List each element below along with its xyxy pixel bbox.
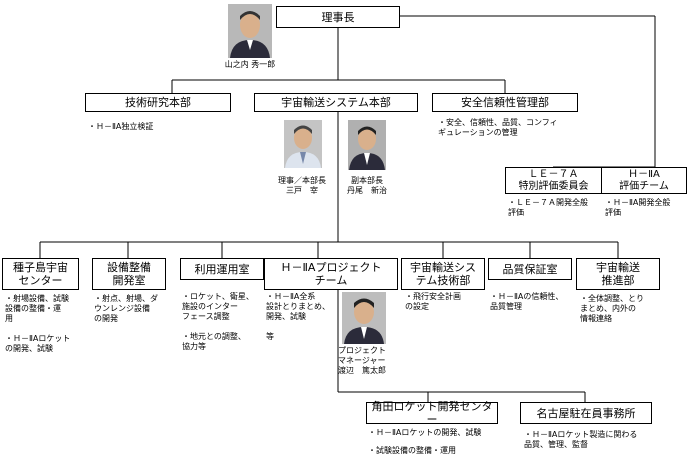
- tech-research-hq-box: 技術研究本部: [85, 93, 231, 112]
- dept-transport-promotion-box: 宇宙輸送 推進部: [576, 258, 660, 290]
- chairman-box: 理事長: [276, 6, 400, 28]
- dept-utilization-box: 利用運用室: [180, 258, 264, 280]
- deputy-caption: 副本部長 丹尾 新治: [347, 176, 387, 195]
- dept-transport-tech-box: 宇宙輸送シス テム技術部: [401, 258, 485, 290]
- portrait-icon: [348, 120, 386, 170]
- dept-quality-assurance-note: ・Ｈ－ⅡAの信頼性、 品質管理: [490, 292, 564, 311]
- h2a-eval-team-note: ・Ｈ－ⅡA開発全般 評価: [605, 198, 671, 217]
- dept-tanegashima-box: 種子島宇宙 センター: [2, 258, 79, 290]
- le7a-committee-box: ＬＥ－７Ａ 特別評価委員会: [505, 167, 602, 194]
- space-transport-hq-box: 宇宙輸送システム本部: [254, 93, 418, 112]
- portrait-icon: [228, 4, 272, 58]
- dept-quality-assurance-box: 品質保証室: [488, 258, 572, 280]
- dept-h2a-project-team-box: Ｈ－ⅡAプロジェクト チーム: [264, 258, 398, 290]
- h2a-eval-team-box: Ｈ－ⅡA 評価チーム: [601, 167, 687, 194]
- safety-reliability-box: 安全信頼性管理部: [432, 93, 578, 112]
- dept-transport-tech-note: ・飛行安全計画 の設定: [405, 292, 461, 311]
- dept-facility-dev-note: ・射点、射場、ダ ウンレンジ設備 の開発: [94, 294, 158, 323]
- chairman-name: 山之内 秀一郎: [224, 60, 276, 69]
- dept-transport-promotion-note: ・全体調整、とり まとめ、内外の 情報連絡: [580, 294, 644, 323]
- dept-tanegashima-note: ・射場設備、試験 設備の整備・運 用 ・Ｈ－ⅡAロケット の開発、試験: [5, 294, 71, 353]
- kakuda-center-box: 角田ロケット開発センター: [366, 400, 498, 426]
- deputy-photo: [348, 120, 386, 170]
- kakuda-center-note: ・Ｈ－ⅡAロケットの開発、試験 ・試験設備の整備・運用: [368, 428, 482, 455]
- nagoya-office-box: 名古屋駐在員事務所: [520, 402, 652, 424]
- le7a-committee-note: ・ＬＥ－７Ａ開発全般 評価: [508, 198, 588, 217]
- dept-h2a-project-team-note: ・Ｈ－ⅡA全系 設計とりまとめ、 開発、試験 等: [266, 292, 330, 341]
- dept-utilization-note: ・ロケット、衛星、 施設のインター フェース調整 ・地元との調整、 協力等: [182, 292, 254, 351]
- director-general-photo: [284, 120, 322, 168]
- project-manager-photo: [342, 292, 386, 344]
- project-manager-caption: プロジェクト マネージャー 渡辺 篤太郎: [338, 346, 386, 375]
- portrait-icon: [284, 120, 322, 168]
- nagoya-office-note: ・Ｈ－ⅡAロケット製造に関わる 品質、管理、監督: [524, 430, 638, 449]
- portrait-icon: [342, 292, 386, 344]
- tech-research-note: ・Ｈ－ⅡA独立検証: [88, 122, 154, 131]
- dept-facility-dev-box: 設備整備 開発室: [92, 258, 166, 290]
- chairman-photo: [228, 4, 272, 58]
- director-general-caption: 理事／本部長 三戸 宰: [278, 176, 326, 195]
- safety-reliability-note: ・安全、信頼性、品質、コンフィ ギュレーションの管理: [438, 118, 558, 137]
